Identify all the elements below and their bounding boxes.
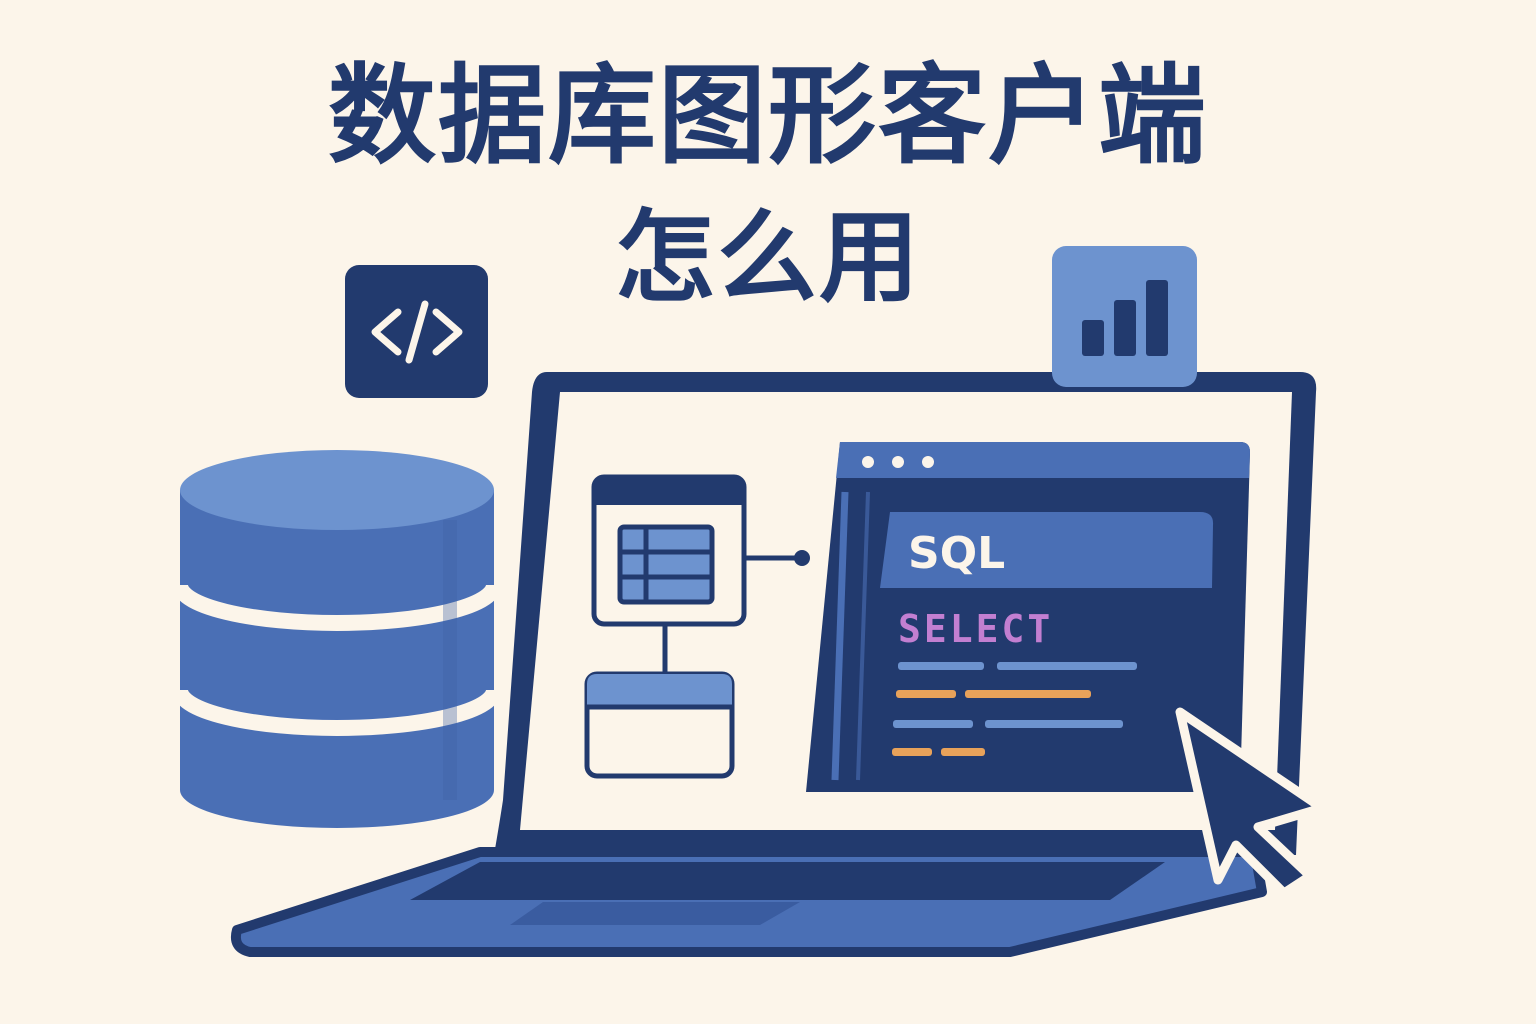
table-diagram	[584, 474, 810, 779]
window-dot-icon	[892, 456, 904, 468]
window-dot-icon	[922, 456, 934, 468]
sql-panel-label: SQL	[908, 528, 1005, 579]
sql-keyword: SELECT	[898, 607, 1053, 651]
code-lines	[892, 662, 1137, 756]
table-icon	[617, 524, 715, 605]
sql-editor-window: SQL SELECT	[806, 442, 1250, 792]
code-brackets-icon	[345, 265, 488, 398]
page-title-line2: 怎么用	[615, 199, 921, 316]
bar-chart-icon	[1052, 246, 1197, 387]
page-title-line1: 数据库图形客户端	[327, 54, 1208, 179]
window-dot-icon	[862, 456, 874, 468]
mouse-pointer-icon	[1175, 707, 1327, 898]
database-icon	[172, 450, 502, 828]
